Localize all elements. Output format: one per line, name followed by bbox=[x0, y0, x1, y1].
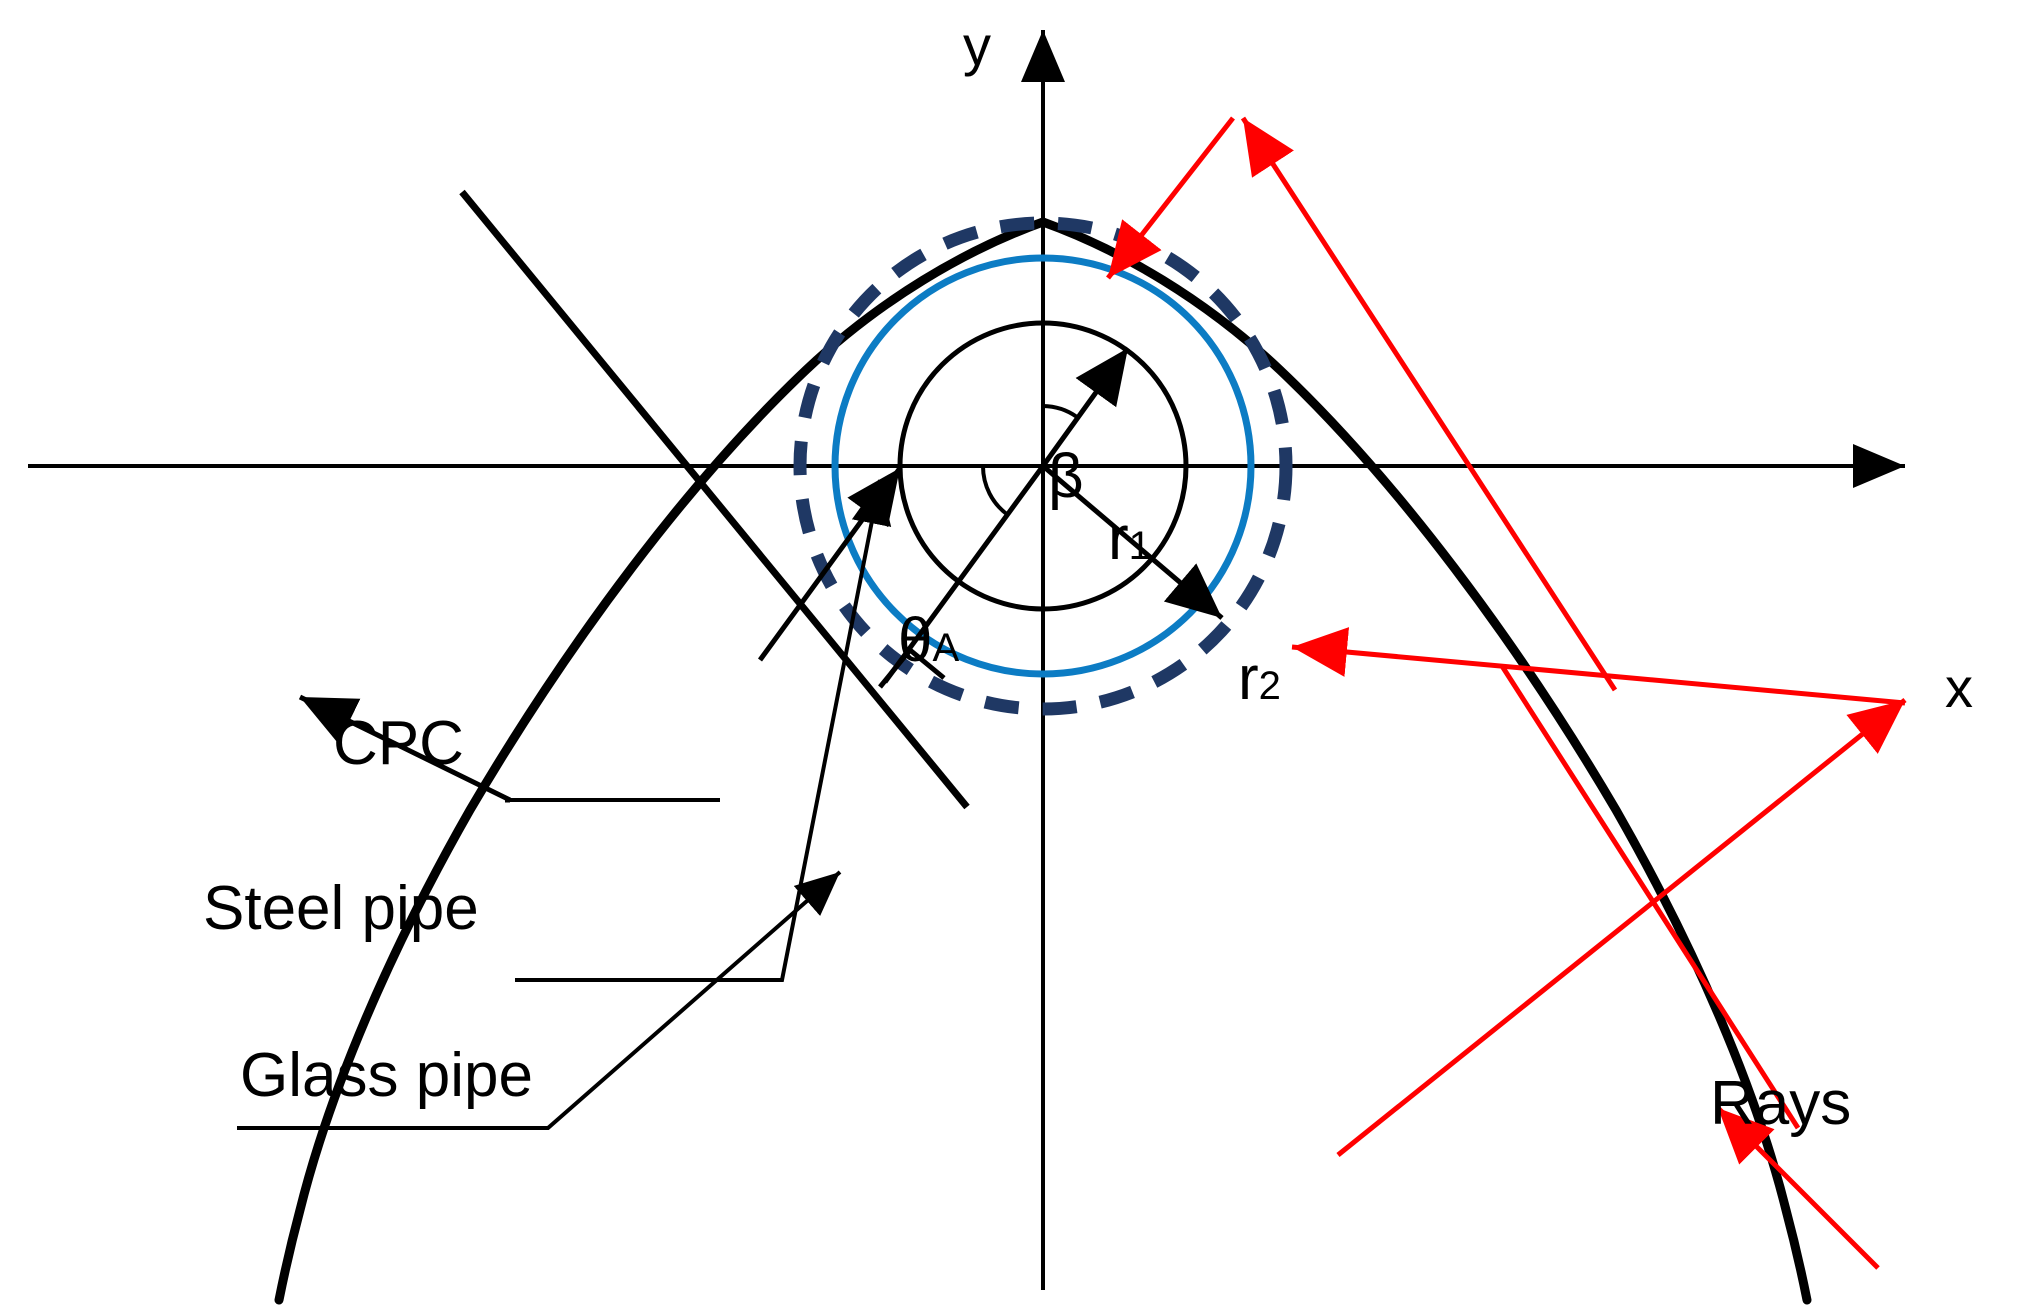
leader-lines-group bbox=[237, 479, 892, 1130]
rays-group bbox=[1106, 116, 1907, 1270]
r2-symbol: r bbox=[1238, 644, 1259, 713]
steel-pipe-label: Steel pipe bbox=[203, 874, 479, 943]
theta-a-subscript: A bbox=[932, 626, 960, 670]
y-axis-label: y bbox=[963, 14, 991, 77]
glass-pipe-label: Glass pipe bbox=[240, 1041, 533, 1110]
cpc-reflector-right bbox=[1038, 217, 1812, 1305]
r1-subscript: 1 bbox=[1128, 524, 1151, 568]
beta-angle-arc bbox=[1042, 404, 1079, 419]
r1-symbol: r bbox=[1108, 504, 1129, 573]
surface-normal-arrow bbox=[757, 466, 903, 662]
cpc-reflector-left bbox=[274, 217, 1048, 1305]
theta-a-symbol: θ bbox=[898, 606, 933, 675]
cpc-leader-line bbox=[298, 694, 512, 803]
glass-pipe-leader-line bbox=[237, 870, 842, 1130]
incident-ray-construction-line bbox=[459, 189, 970, 810]
glass-pipe-inner-circle bbox=[831, 254, 1255, 678]
ray-2-reflected bbox=[1291, 627, 1906, 706]
theta-a-radius-line bbox=[882, 464, 1046, 684]
r2-vector bbox=[1041, 464, 1224, 620]
cpc-label: CPC bbox=[333, 709, 464, 778]
r2-subscript: 2 bbox=[1258, 664, 1281, 708]
ray-1-incoming bbox=[1240, 116, 1618, 692]
ray-1-reflected bbox=[1106, 116, 1235, 280]
theta-a-angle-arc bbox=[980, 465, 1010, 517]
ray-2-incoming bbox=[1336, 698, 1907, 1157]
x-axis-label: x bbox=[1945, 656, 1973, 719]
ray-3-upper bbox=[1499, 664, 1801, 1130]
incidence-construction-group bbox=[459, 189, 1046, 810]
cpc-reflector-group bbox=[274, 217, 1812, 1305]
steel-pipe-circle bbox=[897, 320, 1189, 612]
axis-group bbox=[28, 30, 1905, 1290]
glass-pipe-outer-circle bbox=[793, 216, 1293, 716]
beta-angle-label: β bbox=[1048, 442, 1084, 511]
r1-vector bbox=[1040, 346, 1131, 468]
right-angle-marker bbox=[878, 646, 946, 689]
steel-pipe-leader-line bbox=[515, 479, 892, 982]
ray-3-incoming bbox=[1716, 1106, 1880, 1270]
rays-label: Rays bbox=[1710, 1069, 1852, 1138]
